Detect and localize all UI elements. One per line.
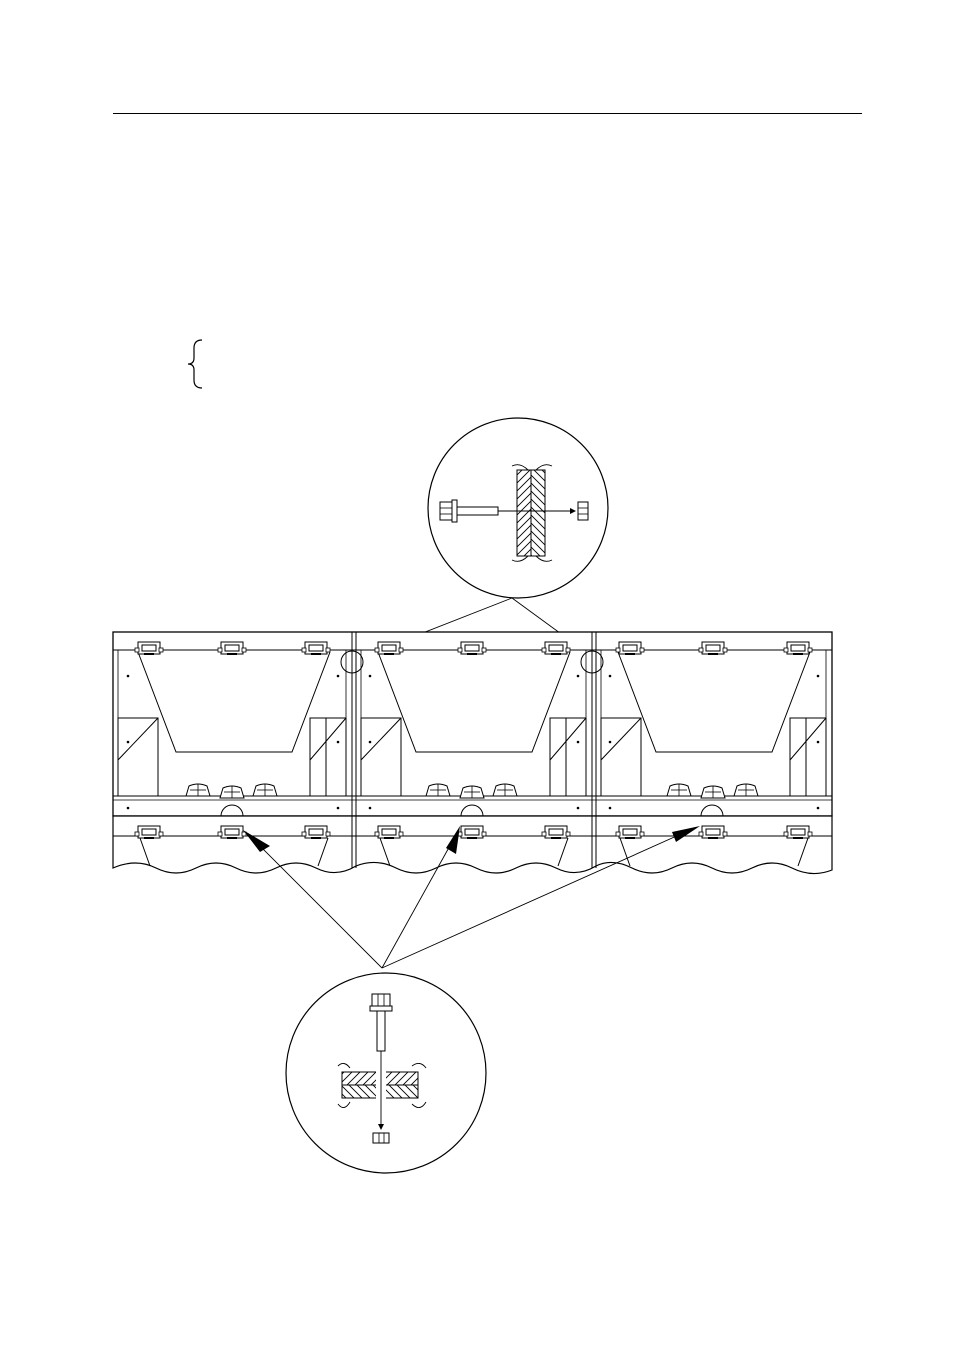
lower-module-row xyxy=(113,816,832,874)
lower-clamps xyxy=(135,826,812,838)
top-clamps xyxy=(135,642,812,654)
bottom-pods xyxy=(186,784,758,798)
vertical-connection-detail xyxy=(286,973,486,1173)
module-assembly xyxy=(113,632,832,827)
side-connection-detail xyxy=(428,418,608,598)
